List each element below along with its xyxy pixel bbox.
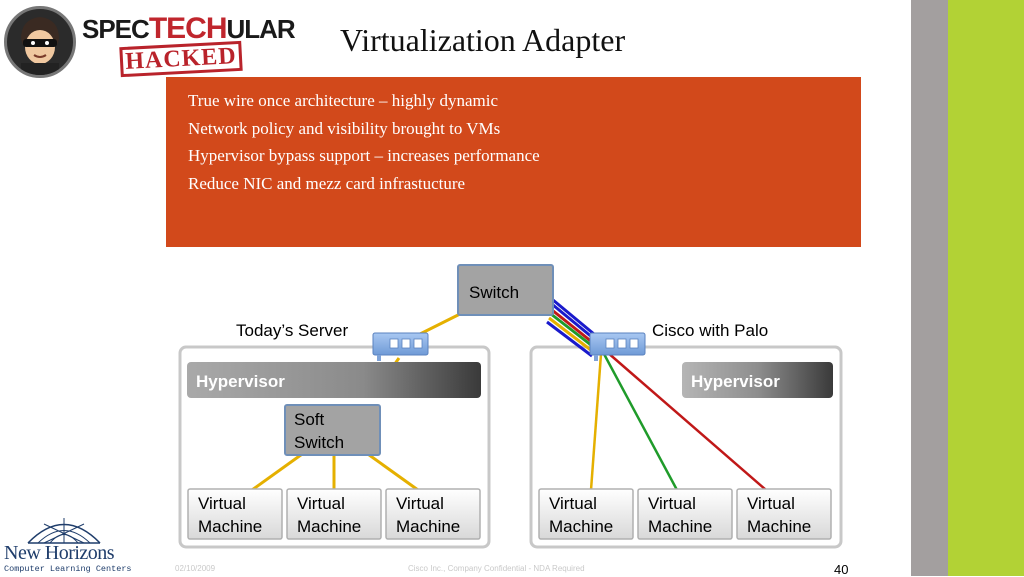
vm-box: Virtual Machine <box>538 488 634 540</box>
vm-box: Virtual Machine <box>286 488 382 540</box>
vif-yellow-line <box>589 353 603 491</box>
bullet-item: Hypervisor bypass support – increases pe… <box>188 146 540 165</box>
svg-text:Virtual: Virtual <box>297 494 345 513</box>
spectechular-logo: SPECTECHULAR HACKED <box>4 4 304 80</box>
bullet-item: True wire once architecture – highly dyn… <box>188 91 498 110</box>
soft-switch-label-line1: Soft <box>294 410 325 429</box>
svg-text:Virtual: Virtual <box>549 494 597 513</box>
switch-label: Switch <box>469 283 519 302</box>
svg-text:Virtual: Virtual <box>396 494 444 513</box>
vm-box: Virtual Machine <box>736 488 832 540</box>
bullet-item: Reduce NIC and mezz card infrastucture <box>188 173 466 193</box>
vm-box: Virtual Machine <box>385 488 481 540</box>
switch-box <box>457 264 554 316</box>
logo-wordmark: SPECTECHULAR <box>82 12 296 45</box>
soft-switch-box <box>284 404 381 456</box>
left-hypervisor-label: Hypervisor <box>196 372 285 391</box>
page-number: 40 <box>834 562 849 577</box>
left-nic-card-icon <box>372 332 429 361</box>
vm-box: Virtual Machine <box>637 488 733 540</box>
brand-name: New Horizons <box>4 542 115 564</box>
bullet-item: Network policy and visibility brought to… <box>188 118 501 138</box>
vif-red-line <box>606 351 767 491</box>
hacker-mascot-icon <box>4 6 76 78</box>
soft-switch-label-line2: Switch <box>294 433 344 452</box>
new-horizons-logo: New Horizons Computer Learning Centers <box>2 514 132 576</box>
right-hypervisor-bar <box>682 362 833 398</box>
footer-date: 02/10/2009 <box>175 564 216 573</box>
decorative-gray-stripe <box>911 0 948 576</box>
soft-switch-vm1-line <box>251 450 306 492</box>
footer-confidential: Cisco Inc., Company Confidential - NDA R… <box>408 564 585 573</box>
svg-text:Virtual: Virtual <box>198 494 246 513</box>
cisco-palo-label: Cisco with Palo <box>652 321 769 340</box>
bullet-list: True wire once architecture – highly dyn… <box>166 77 861 197</box>
left-hypervisor-bar <box>187 362 481 398</box>
svg-text:Machine: Machine <box>297 517 361 536</box>
svg-text:Machine: Machine <box>549 517 613 536</box>
svg-text:Virtual: Virtual <box>747 494 795 513</box>
bullet-panel: True wire once architecture – highly dyn… <box>166 77 861 247</box>
svg-text:Machine: Machine <box>198 517 262 536</box>
vm-box: Virtual Machine <box>187 488 283 540</box>
svg-text:Machine: Machine <box>747 517 811 536</box>
decorative-green-stripe <box>948 0 1024 576</box>
right-hypervisor-label: Hypervisor <box>691 372 780 391</box>
globe-icon <box>27 518 101 544</box>
vif-green-line <box>602 353 679 491</box>
svg-text:Virtual: Virtual <box>648 494 696 513</box>
svg-text:Machine: Machine <box>396 517 460 536</box>
soft-switch-vm3-line <box>364 450 419 492</box>
today-server-label: Today’s Server <box>236 321 349 340</box>
brand-subtitle: Computer Learning Centers <box>4 564 132 574</box>
svg-text:Machine: Machine <box>648 517 712 536</box>
slide-title: Virtualization Adapter <box>340 22 626 58</box>
right-nic-card-icon <box>589 332 646 361</box>
